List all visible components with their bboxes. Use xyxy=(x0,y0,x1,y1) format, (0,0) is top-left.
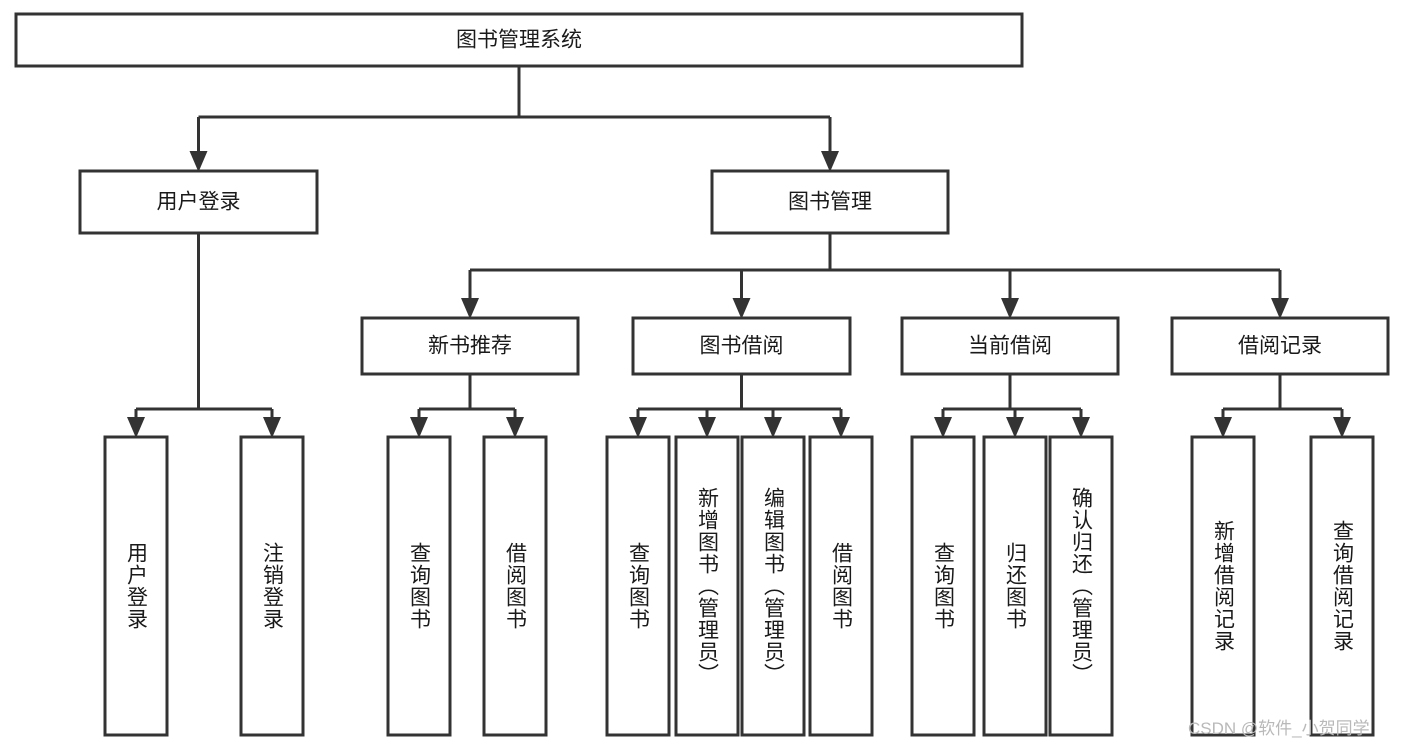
arrow-head-icon xyxy=(732,298,751,319)
watermark-text: CSDN @软件_小贺同学 xyxy=(1188,719,1370,738)
node-box-leaf-cb-query[interactable] xyxy=(910,435,976,737)
node-box-leaf-user-login[interactable] xyxy=(103,435,169,737)
node-box-leaf-bb-query[interactable] xyxy=(605,435,671,737)
node-label-l1-book-mgmt: 图书管理 xyxy=(788,191,872,214)
arrow-head-icon xyxy=(821,151,839,172)
arrow-head-icon xyxy=(1271,298,1289,319)
boxes-layer xyxy=(14,12,1390,737)
node-box-root[interactable] xyxy=(14,12,1024,68)
node-label-l2-borrow: 图书借阅 xyxy=(700,335,784,358)
node-box-leaf-bb-borrow[interactable] xyxy=(808,435,874,737)
node-label-root: 图书管理系统 xyxy=(456,29,582,52)
arrow-head-icon xyxy=(461,298,479,319)
node-label-l2-current: 当前借阅 xyxy=(968,335,1052,358)
arrow-head-icon xyxy=(1333,417,1351,438)
arrow-head-icon xyxy=(934,417,952,438)
edges-layer xyxy=(127,66,1351,438)
arrow-head-icon xyxy=(832,417,850,438)
node-box-leaf-rec-query[interactable] xyxy=(1309,435,1375,737)
arrow-head-icon xyxy=(1001,298,1019,319)
node-box-leaf-bb-edit[interactable] xyxy=(740,435,806,737)
node-box-l2-borrow[interactable] xyxy=(631,316,852,376)
arrow-head-icon xyxy=(629,417,647,438)
node-box-leaf-user-logout[interactable] xyxy=(239,435,305,737)
node-box-leaf-nb-borrow[interactable] xyxy=(482,435,548,737)
arrow-head-icon xyxy=(127,417,145,438)
arrow-head-icon xyxy=(189,151,208,172)
node-label-l2-records: 借阅记录 xyxy=(1238,335,1322,358)
arrow-head-icon xyxy=(263,417,281,438)
node-box-l2-records[interactable] xyxy=(1170,316,1390,376)
arrow-head-icon xyxy=(698,417,716,438)
node-box-leaf-cb-confirm[interactable] xyxy=(1048,435,1114,737)
arrow-head-icon xyxy=(1214,417,1232,438)
arrow-head-icon xyxy=(764,417,782,438)
node-box-leaf-cb-return[interactable] xyxy=(982,435,1048,737)
node-label-l2-new-book: 新书推荐 xyxy=(428,335,512,358)
arrow-head-icon xyxy=(1072,417,1090,438)
node-box-l2-new-book[interactable] xyxy=(360,316,580,376)
node-box-l2-current[interactable] xyxy=(900,316,1120,376)
arrow-head-icon xyxy=(1006,417,1024,438)
node-label-l1-user-login: 用户登录 xyxy=(157,191,241,214)
arrow-head-icon xyxy=(410,417,428,438)
arrow-head-icon xyxy=(506,417,524,438)
node-box-leaf-rec-add[interactable] xyxy=(1190,435,1256,737)
node-box-leaf-nb-query[interactable] xyxy=(386,435,452,737)
node-box-l1-book-mgmt[interactable] xyxy=(710,169,950,235)
node-box-leaf-bb-add[interactable] xyxy=(674,435,740,737)
node-box-l1-user-login[interactable] xyxy=(78,169,319,235)
